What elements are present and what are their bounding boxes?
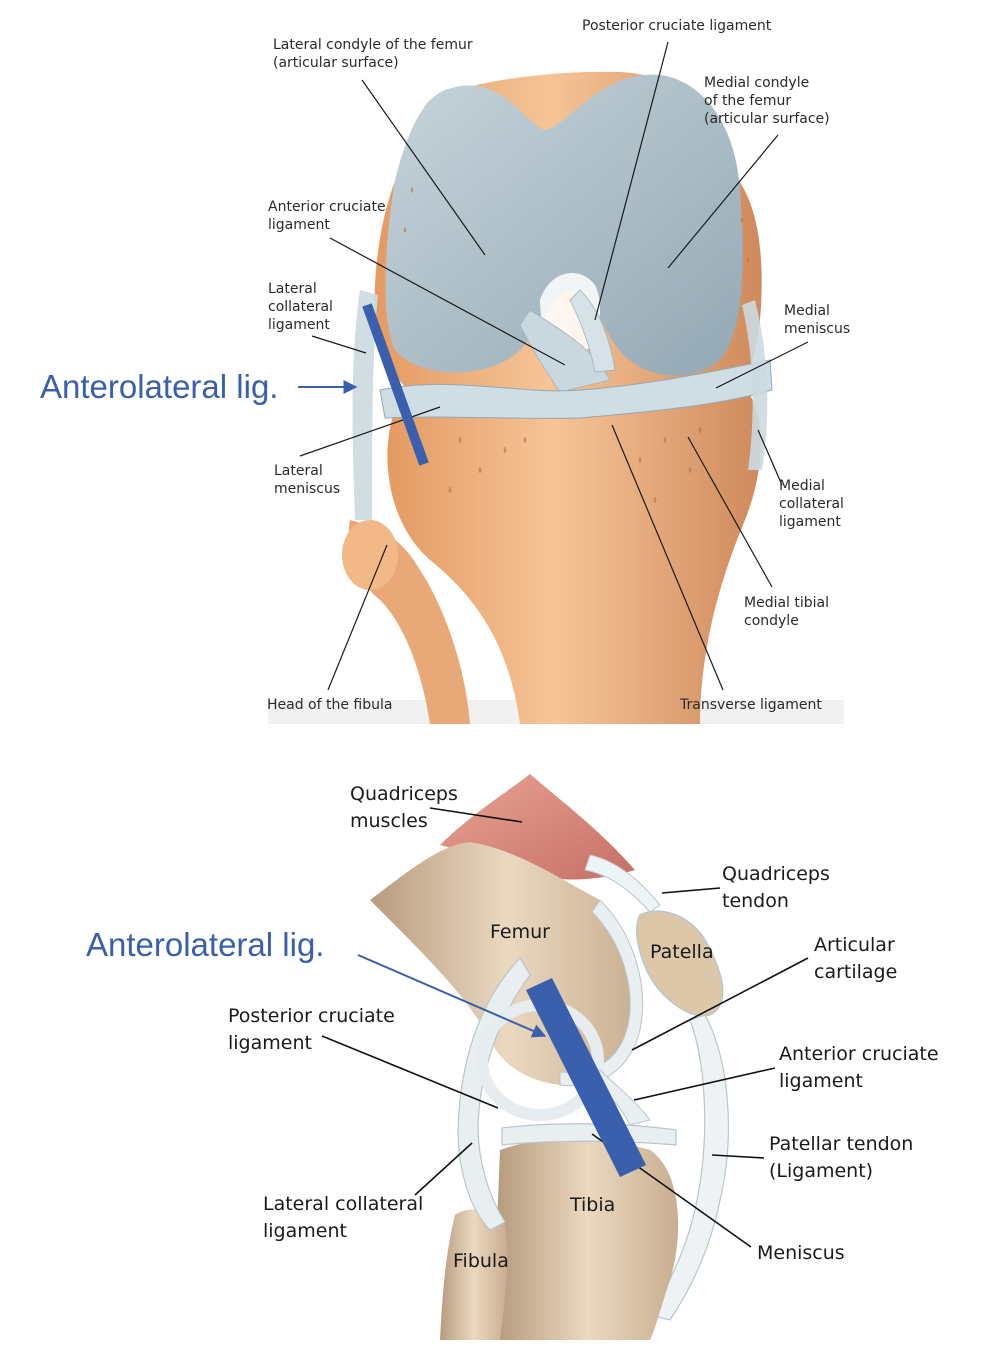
bottom-knee-illustration bbox=[370, 774, 728, 1340]
top-annotation-label: Anterolateral lig. bbox=[40, 368, 278, 405]
label-posterior-cruciate-top: Posterior cruciate ligament bbox=[582, 18, 772, 34]
label-meniscus: Meniscus bbox=[757, 1242, 845, 1264]
label-fibula: Fibula bbox=[453, 1250, 509, 1272]
label-head-of-fibula: Head of the fibula bbox=[267, 697, 392, 713]
bottom-annotation-label: Anterolateral lig. bbox=[86, 926, 324, 963]
label-anterior-cruciate-bottom: Anterior cruciate ligament bbox=[779, 1043, 945, 1092]
label-lateral-collateral-bottom: Lateral collateral ligament bbox=[263, 1193, 429, 1242]
tibia-side bbox=[497, 1139, 678, 1340]
label-patella: Patella bbox=[650, 941, 714, 963]
label-patellar-tendon: Patellar tendon (Ligament) bbox=[769, 1133, 919, 1182]
label-transverse-ligament: Transverse ligament bbox=[679, 697, 822, 713]
patella-bone bbox=[637, 911, 723, 1016]
label-tibia: Tibia bbox=[569, 1194, 615, 1216]
label-articular-cartilage: Articular cartilage bbox=[814, 934, 901, 983]
label-femur: Femur bbox=[490, 921, 550, 943]
label-posterior-cruciate-bottom: Posterior cruciate ligament bbox=[228, 1005, 401, 1054]
fibula-head bbox=[342, 520, 398, 590]
label-quadriceps-muscles: Quadriceps muscles bbox=[350, 783, 464, 832]
meniscus-band bbox=[502, 1124, 676, 1145]
fibula-side bbox=[440, 1209, 507, 1340]
label-quadriceps-tendon: Quadriceps tendon bbox=[722, 863, 836, 912]
